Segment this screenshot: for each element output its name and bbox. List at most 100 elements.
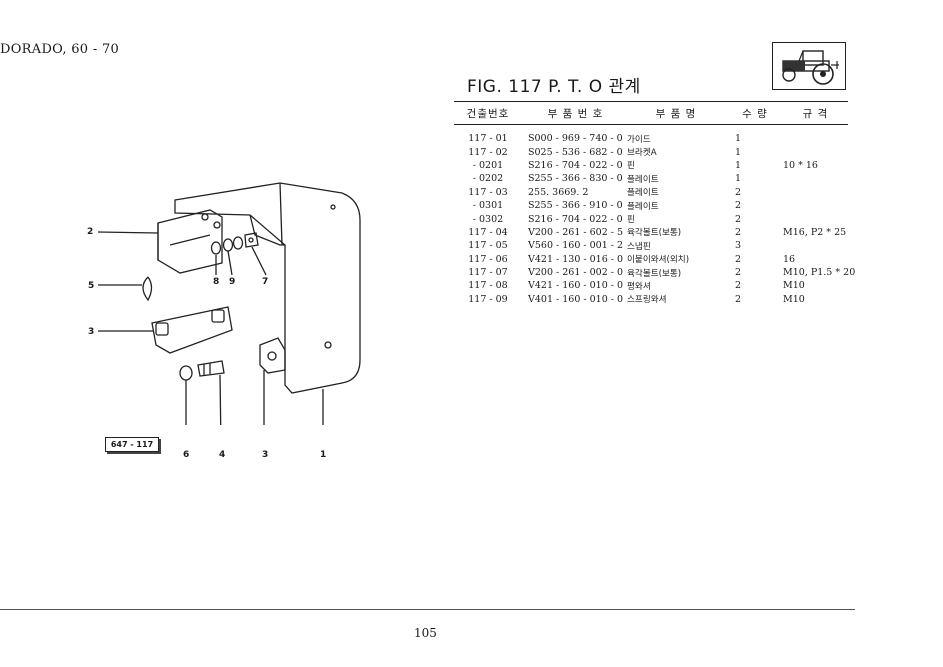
cell-ref-number: 117 - 03 bbox=[468, 186, 508, 198]
cell-spec bbox=[775, 199, 848, 212]
cell-part-number: S255 - 366 - 910 - 0 bbox=[528, 200, 623, 212]
cell-part-name: 핀 bbox=[627, 161, 635, 172]
cell-part-name: 스냅핀 bbox=[627, 241, 651, 252]
cell-quantity: 2 bbox=[735, 213, 742, 225]
cell-ref-number: 117 - 01 bbox=[468, 133, 508, 145]
callout-2: 2 bbox=[87, 227, 94, 237]
cell-part-number: V421 - 130 - 016 - 0 bbox=[528, 253, 624, 265]
cell-quantity: 2 bbox=[735, 186, 742, 198]
callout-7: 7 bbox=[262, 277, 269, 287]
col-header-quantity: 수 량 bbox=[725, 101, 775, 125]
cell-part-number: V401 - 160 - 010 - 0 bbox=[528, 293, 624, 305]
table-row: - 0301 S255 - 366 - 910 - 0 플레이트 2 bbox=[454, 199, 848, 212]
cell-quantity: 2 bbox=[735, 226, 742, 238]
cell-part-name: 플레이트 bbox=[627, 201, 659, 212]
col-header-spec: 규 격 bbox=[775, 101, 848, 125]
cell-ref-number: 117 - 06 bbox=[468, 253, 508, 265]
callout-6: 6 bbox=[183, 450, 190, 460]
cell-spec bbox=[775, 239, 848, 252]
cell-part-name: 브라켓A bbox=[627, 148, 657, 159]
cell-spec bbox=[775, 186, 848, 199]
cell-part-name: 스프링와셔 bbox=[627, 295, 667, 306]
cell-part-number: S000 - 969 - 740 - 0 bbox=[528, 133, 623, 145]
callout-3-left: 3 bbox=[88, 327, 95, 337]
cell-ref-number: 117 - 05 bbox=[468, 240, 508, 252]
cell-quantity: 1 bbox=[735, 133, 742, 145]
cell-part-name: 가이드 bbox=[627, 134, 651, 145]
cell-part-number: S216 - 704 - 022 - 0 bbox=[528, 159, 623, 171]
cell-quantity: 1 bbox=[735, 173, 742, 185]
table-row: 117 - 03 255. 3669. 2 플레이트 2 bbox=[454, 186, 848, 199]
cell-ref-number: 117 - 08 bbox=[468, 280, 508, 292]
cell-ref-number: 117 - 07 bbox=[468, 267, 508, 279]
cell-quantity: 2 bbox=[735, 200, 742, 212]
cell-spec bbox=[775, 212, 848, 225]
cell-part-name: 플레이트 bbox=[627, 174, 659, 185]
cell-spec bbox=[775, 145, 848, 158]
table-header-row: 건출번호 부 품 번 호 부 품 명 수 량 규 격 bbox=[454, 101, 848, 125]
page-number: 105 bbox=[414, 626, 437, 640]
callout-1: 1 bbox=[320, 450, 327, 460]
cell-spec: M10, P1.5 * 20 bbox=[783, 267, 856, 279]
cell-quantity: 2 bbox=[735, 280, 742, 292]
cell-part-number: V421 - 160 - 010 - 0 bbox=[528, 280, 624, 292]
table-row: - 0202 S255 - 366 - 830 - 0 플레이트 1 bbox=[454, 172, 848, 185]
table-row: - 0302 S216 - 704 - 022 - 0 핀 2 bbox=[454, 212, 848, 226]
cell-ref-number: - 0201 bbox=[472, 159, 504, 171]
cell-spec: 16 bbox=[783, 253, 796, 265]
cell-part-name: 이붙이와셔(외치) bbox=[627, 255, 690, 266]
cell-quantity: 2 bbox=[735, 293, 742, 305]
cell-part-name: 평와셔 bbox=[627, 281, 651, 292]
col-header-part-name: 부 품 명 bbox=[623, 101, 725, 125]
cell-part-name: 육각볼트(보통) bbox=[627, 268, 682, 279]
cell-quantity: 1 bbox=[735, 146, 742, 158]
cell-ref-number: - 0302 bbox=[472, 213, 504, 225]
cell-spec: M10 bbox=[783, 293, 805, 305]
cell-part-number: V200 - 261 - 602 - 5 bbox=[528, 226, 624, 238]
callout-8: 8 bbox=[213, 277, 220, 287]
pto-exploded-diagram bbox=[97, 182, 361, 425]
tractor-icon bbox=[782, 50, 839, 85]
tractor-icon-box bbox=[772, 42, 846, 90]
cell-part-name: 핀 bbox=[627, 215, 635, 226]
cell-part-name: 플레이트 bbox=[627, 188, 659, 199]
cell-ref-number: 117 - 02 bbox=[468, 146, 508, 158]
cell-part-number: V200 - 261 - 002 - 0 bbox=[528, 267, 624, 279]
col-header-part-number: 부 품 번 호 bbox=[522, 101, 623, 125]
cell-part-number: 255. 3669. 2 bbox=[528, 186, 589, 198]
diagram-code-label: 647 - 117 bbox=[105, 437, 159, 452]
cell-ref-number: - 0202 bbox=[472, 173, 504, 185]
parts-table: 건출번호 부 품 번 호 부 품 명 수 량 규 격 117 - 01 S000 … bbox=[454, 101, 856, 306]
cell-ref-number: 117 - 09 bbox=[468, 293, 508, 305]
callout-5: 5 bbox=[88, 281, 95, 291]
cell-quantity: 1 bbox=[735, 159, 742, 171]
cell-part-number: S216 - 704 - 022 - 0 bbox=[528, 213, 623, 225]
cell-part-name: 육각볼트(보통) bbox=[627, 228, 682, 239]
col-header-ref: 건출번호 bbox=[454, 101, 522, 125]
callout-4: 4 bbox=[219, 450, 226, 460]
cell-spec: M10 bbox=[783, 280, 805, 292]
cell-part-number: S255 - 366 - 830 - 0 bbox=[528, 173, 623, 185]
cell-ref-number: - 0301 bbox=[472, 200, 504, 212]
figure-title: FIG. 117 P. T. O 관계 bbox=[467, 77, 641, 97]
cell-ref-number: 117 - 04 bbox=[468, 226, 508, 238]
callout-3-bottom: 3 bbox=[262, 450, 269, 460]
cell-quantity: 2 bbox=[735, 267, 742, 279]
cell-quantity: 2 bbox=[735, 253, 742, 265]
footer-divider bbox=[0, 609, 855, 610]
cell-part-number: S025 - 536 - 682 - 0 bbox=[528, 146, 623, 158]
cell-spec bbox=[775, 125, 848, 146]
table-row: 117 - 02 S025 - 536 - 682 - 0 브라켓A 1 bbox=[454, 145, 848, 159]
callout-9: 9 bbox=[229, 277, 236, 287]
model-header: DORADO, 60 - 70 bbox=[0, 42, 120, 57]
table-row: 117 - 01 S000 - 969 - 740 - 0 가이드 1 bbox=[454, 125, 848, 146]
cell-spec: M16, P2 * 25 bbox=[783, 226, 847, 238]
cell-spec bbox=[775, 172, 848, 185]
